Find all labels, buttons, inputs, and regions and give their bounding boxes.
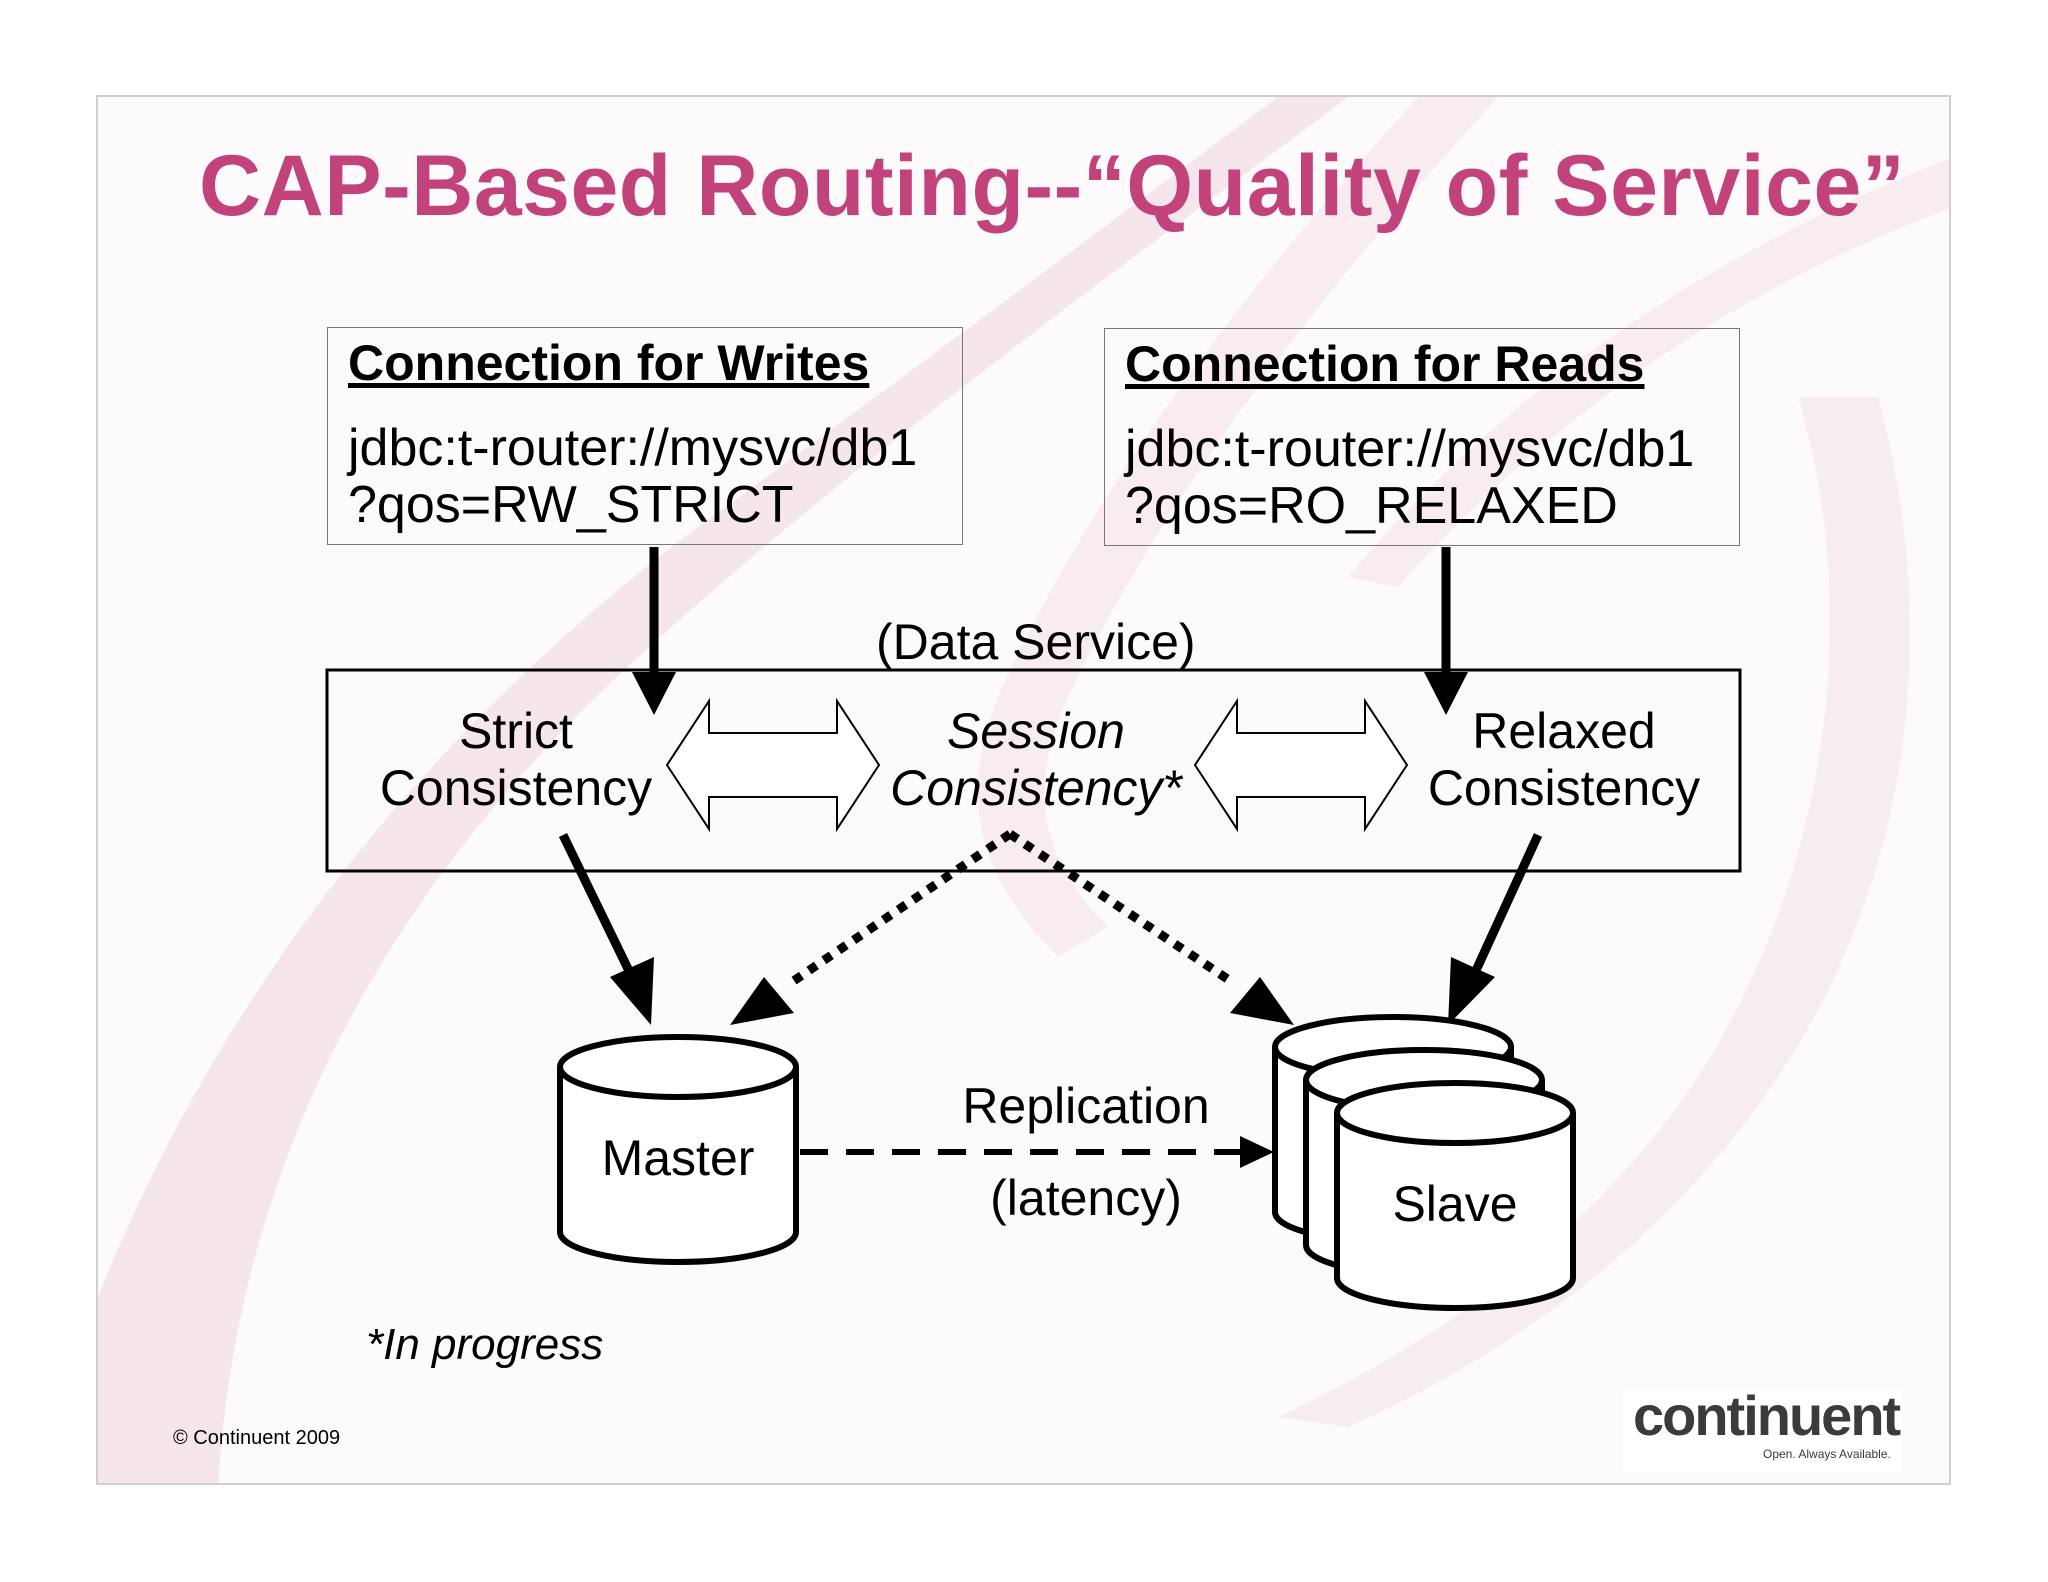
write-connection-box: Connection for Writes jdbc:t-router://my… bbox=[327, 327, 963, 545]
strict-line-2: Consistency bbox=[379, 760, 653, 816]
write-url-line-1: jdbc:t-router://mysvc/db1 bbox=[348, 419, 918, 477]
strict-session-double-arrow bbox=[665, 697, 881, 833]
read-url-line-2: ?qos=RO_RELAXED bbox=[1125, 477, 1618, 535]
session-consistency-label: Session Consistency* bbox=[886, 703, 1186, 817]
session-relaxed-double-arrow bbox=[1193, 697, 1409, 833]
read-connection-heading: Connection for Reads bbox=[1125, 336, 1645, 392]
continuent-logo: continuent Open. Always Available. bbox=[1623, 1384, 1903, 1473]
read-arrow bbox=[1424, 547, 1468, 715]
session-line-2: Consistency* bbox=[890, 760, 1182, 816]
read-connection-url: jdbc:t-router://mysvc/db1 ?qos=RO_RELAXE… bbox=[1125, 421, 1694, 535]
relaxed-line-1: Relaxed bbox=[1472, 703, 1656, 759]
relaxed-consistency-label: Relaxed Consistency bbox=[1404, 703, 1724, 817]
replication-arrow bbox=[800, 1136, 1274, 1168]
session-line-1: Session bbox=[947, 703, 1125, 759]
write-connection-heading: Connection for Writes bbox=[348, 335, 870, 391]
in-progress-footnote: *In progress bbox=[366, 1320, 604, 1369]
read-url-line-1: jdbc:t-router://mysvc/db1 bbox=[1125, 420, 1695, 478]
session-to-slave-dotted-arrow bbox=[1007, 830, 1294, 1025]
relaxed-to-slave-arrow bbox=[1448, 833, 1543, 1025]
copyright: © Continuent 2009 bbox=[173, 1427, 341, 1449]
logo-wordmark: continuent bbox=[1633, 1384, 1901, 1447]
slide: CAP-Based Routing--“Quality of Service” … bbox=[96, 95, 1951, 1485]
data-service-label: (Data Service) bbox=[876, 614, 1196, 670]
master-label: Master bbox=[601, 1130, 755, 1186]
replication-label: Replication bbox=[962, 1078, 1210, 1134]
master-database-icon bbox=[557, 1034, 799, 1265]
slave-label: Slave bbox=[1392, 1176, 1518, 1232]
diagram-graphics bbox=[325, 547, 1742, 1311]
logo-tagline: Open. Always Available. bbox=[1763, 1447, 1891, 1461]
data-service-box bbox=[325, 668, 1742, 873]
strict-consistency-label: Strict Consistency bbox=[366, 703, 666, 817]
slide-title: CAP-Based Routing--“Quality of Service” bbox=[199, 138, 1906, 234]
write-url-line-2: ?qos=RW_STRICT bbox=[348, 476, 794, 534]
latency-label: (latency) bbox=[990, 1170, 1182, 1226]
relaxed-line-2: Consistency bbox=[1427, 760, 1701, 816]
strict-line-1: Strict bbox=[459, 703, 573, 759]
strict-to-master-arrow bbox=[558, 833, 654, 1025]
slave-database-stack-icon bbox=[1272, 1014, 1576, 1311]
read-connection-box: Connection for Reads jdbc:t-router://mys… bbox=[1104, 328, 1740, 546]
write-arrow bbox=[632, 547, 676, 715]
write-connection-url: jdbc:t-router://mysvc/db1 ?qos=RW_STRICT bbox=[348, 420, 917, 534]
session-to-master-dotted-arrow bbox=[730, 830, 1013, 1025]
